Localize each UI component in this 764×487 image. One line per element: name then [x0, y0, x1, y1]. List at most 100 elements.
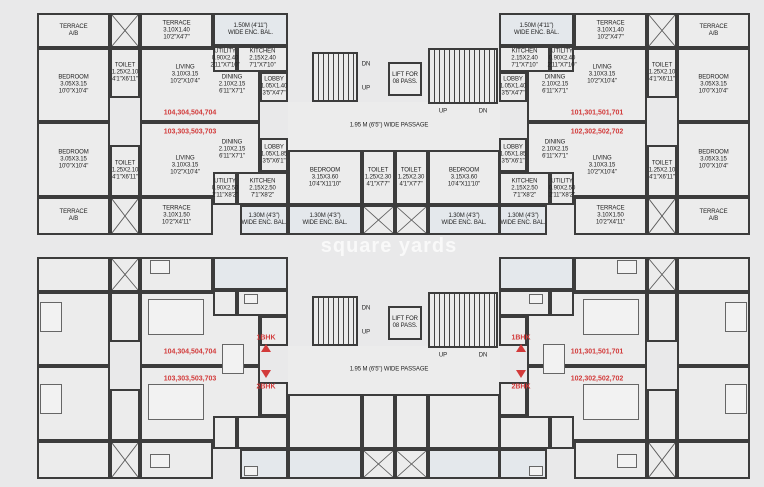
- west-terrace-ab-upper-furnished: [37, 257, 110, 292]
- west-toilet-upper-label: TOILET 1.25X2.10 4'1"X6'11": [111, 62, 139, 83]
- west-terrace-lower: [140, 197, 213, 235]
- east-utility-lower: [550, 172, 574, 205]
- east-unit-numbers-upper: 101,301,501,701: [570, 348, 624, 356]
- top-staircase-left: [312, 52, 358, 102]
- bottom-balcony-center-left: [288, 449, 362, 479]
- top-bedroom-center-left: [288, 150, 362, 205]
- west-furniture-5: [150, 260, 170, 274]
- west-terrace-ab-lower-furnished: [37, 441, 110, 479]
- east-duct-shaft-lower-furnished: [647, 441, 677, 479]
- east-terrace-upper-label: TERRACE 3.10X1.40 10'2"X4'7": [596, 20, 625, 40]
- east-utility-upper: [550, 46, 574, 72]
- bhk2-label-0: 2BHK: [256, 383, 276, 391]
- east-terrace-ab-upper-label: TERRACE A/B: [699, 23, 728, 37]
- bottom-bedroom-center-left: [288, 394, 362, 449]
- bottom-lift-label: LIFT FOR 08 PASS.: [392, 316, 418, 329]
- west-lobby-lower: [260, 138, 288, 172]
- top-bedroom-center-right-label: BEDROOM 3.15X3.60 10'4"X11'10": [447, 167, 481, 188]
- east-furniture-1: [725, 384, 747, 414]
- bottom-duct-shaft-center-right: [395, 449, 428, 479]
- bhk1-arrow-up-1: [516, 344, 526, 352]
- top-toilet-center-left: [362, 150, 395, 205]
- top-stair-dn-label: DN: [361, 61, 371, 68]
- east-lobby-upper: [499, 72, 527, 102]
- east-furniture-0: [725, 302, 747, 332]
- east-terrace-lower-label: TERRACE 3.10X1.50 10'2"X4'11": [595, 205, 626, 226]
- bhk2-label-1: 2BHK: [511, 383, 531, 391]
- top-toilet-center-left-label: TOILET 1.25X2.30 4'1"X7'7": [364, 167, 392, 188]
- bhk1-arrow-up-0: [261, 344, 271, 352]
- east-terrace-ab-lower: [677, 197, 750, 235]
- bottom-staircase-right: [428, 292, 498, 348]
- east-balcony-upper-furnished: [499, 257, 574, 290]
- west-furniture-7: [244, 294, 258, 304]
- top-lift: [388, 62, 422, 96]
- east-furniture-7: [529, 294, 543, 304]
- west-balcony-lower-furnished: [240, 449, 288, 479]
- west-utility-lower-label: UTILITY 0.90X2.50 2'11"X8'2": [211, 178, 239, 198]
- bottom-lift: [388, 306, 422, 340]
- east-living-upper-label: LIVING 3.10X3.15 10'2"X10'4": [587, 64, 617, 85]
- west-lobby-upper: [260, 72, 288, 102]
- west-terrace-ab-lower: [37, 197, 110, 235]
- bhk2-arrow-down-1: [516, 370, 526, 378]
- west-furniture-3: [148, 384, 204, 420]
- east-furniture-6: [617, 454, 637, 468]
- east-terrace-ab-upper-furnished: [677, 257, 750, 292]
- west-balcony-upper: [213, 13, 288, 46]
- west-utility-lower: [213, 172, 237, 205]
- west-utility-upper: [213, 46, 237, 72]
- east-unit-numbers-lower: 102,302,502,702: [570, 128, 624, 136]
- west-balcony-lower: [240, 205, 288, 235]
- west-furniture-0: [40, 302, 62, 332]
- west-kitchen-upper-label: KITCHEN 2.15X2.40 7'1"X7'10": [249, 48, 276, 69]
- east-toilet-upper: [647, 48, 677, 98]
- top-toilet-center-right: [395, 150, 428, 205]
- east-balcony-lower: [499, 205, 547, 235]
- west-terrace-upper: [140, 13, 213, 48]
- west-furniture-1: [40, 384, 62, 414]
- east-balcony-upper-label: 1.50M (4'11") WIDE ENC. BAL.: [514, 22, 559, 36]
- top-staircase-right: [428, 48, 498, 104]
- east-kitchen-lower: [499, 172, 550, 205]
- east-toilet-upper-furnished: [647, 292, 677, 342]
- bottom-toilet-center-left: [362, 394, 395, 449]
- east-kitchen-upper-label: KITCHEN 2.15X2.40 7'1"X7'10": [511, 48, 538, 69]
- top-balcony-center-right-label: 1.30M (4'3") WIDE ENC. BAL.: [441, 213, 487, 226]
- bottom-passage-label: 1.95 M (6'5") WIDE PASSAGE: [349, 366, 429, 373]
- west-terrace-ab-upper-label: TERRACE A/B: [59, 23, 88, 37]
- watermark-logo: square yards: [320, 235, 458, 257]
- west-utility-lower-furnished: [213, 416, 237, 449]
- east-kitchen-lower-label: KITCHEN 2.15X2.50 7'1"X8'2": [511, 178, 538, 198]
- top-passage: [288, 102, 500, 150]
- top-stair-dn-label-right: DN: [478, 108, 488, 115]
- east-unit-numbers-upper: 101,301,501,701: [570, 109, 624, 117]
- bottom-stair-up-label-right: UP: [438, 352, 448, 359]
- east-toilet-lower-label: TOILET 1.25X2.10 4'1"X6'11": [648, 160, 676, 181]
- west-furniture-4: [222, 344, 244, 374]
- east-lobby-lower-label: LOBBY 1.05X1.85 3'5"X6'1": [499, 144, 527, 165]
- bottom-stair-up-label: UP: [361, 329, 371, 336]
- top-passage-label: 1.95 M (6'5") WIDE PASSAGE: [349, 122, 429, 129]
- west-living-upper-label: LIVING 3.10X3.15 10'2"X10'4": [170, 64, 200, 85]
- west-utility-upper-label: UTILITY 0.90X2.40 2'11"X7'10": [210, 48, 240, 69]
- west-toilet-upper-furnished: [110, 292, 140, 342]
- east-bedroom-upper-label: BEDROOM 3.05X3.15 10'0"X10'4": [698, 74, 729, 95]
- east-furniture-4: [543, 344, 565, 374]
- top-lift-label: LIFT FOR 08 PASS.: [392, 72, 418, 85]
- east-terrace-upper: [574, 13, 647, 48]
- top-duct-shaft-center-right: [395, 205, 428, 235]
- west-terrace-upper-label: TERRACE 3.10X1.40 10'2"X4'7": [162, 20, 191, 40]
- east-toilet-upper-label: TOILET 1.25X2.10 4'1"X6'11": [648, 62, 676, 83]
- west-kitchen-upper: [237, 46, 288, 72]
- east-terrace-ab-lower-furnished: [677, 441, 750, 479]
- west-dining-lower-label: DINING 2.10X2.15 6'11"X7'1": [218, 139, 246, 160]
- east-toilet-lower: [647, 145, 677, 197]
- west-unit-numbers-upper: 104,304,504,704: [163, 348, 217, 356]
- top-balcony-center-left-label: 1.30M (4'3") WIDE ENC. BAL.: [302, 213, 348, 226]
- east-balcony-upper: [499, 13, 574, 46]
- east-toilet-lower-furnished: [647, 389, 677, 441]
- bottom-bedroom-center-right: [428, 394, 500, 449]
- west-duct-shaft-lower-furnished: [110, 441, 140, 479]
- east-furniture-8: [529, 466, 543, 476]
